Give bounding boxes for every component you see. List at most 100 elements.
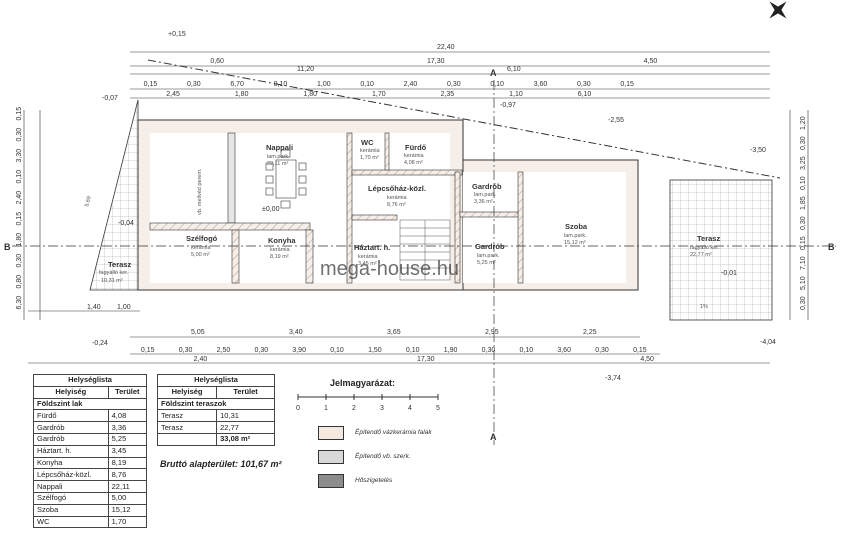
dimension-label: 0,10 [490,81,504,88]
room-name: Háztart. h. [354,243,390,252]
dimension-label: 0,10 [330,347,344,354]
dimension-label: 0,30 [482,347,496,354]
dimension-label: 0,10 [800,176,807,190]
legend-item: Hőszigetelés [355,477,393,484]
dimension-label: 0,30 [255,347,269,354]
dimension-label: 3,60 [534,81,548,88]
dimension-label: 6,10 [578,91,592,98]
svg-text:lam.park.: lam.park. [474,192,497,198]
top-dimension-lines [130,51,770,99]
legend-title: Jelmagyarázat: [330,378,396,388]
svg-text:8,19 m²: 8,19 m² [270,254,289,260]
gross-area: Bruttó alapterület: 101,67 m² [160,459,282,469]
svg-text:-2,55: -2,55 [608,117,624,124]
dimension-label: 1,00 [317,81,331,88]
svg-text:kerámia: kerámia [360,148,381,154]
scale-label: 3 [380,405,384,412]
dimension-label: 0,10 [16,170,23,184]
svg-text:+0,15: +0,15 [168,31,186,38]
dimension-label: 0,30 [179,347,193,354]
dimension-label: 17,30 [427,58,445,65]
svg-text:lam.park.: lam.park. [477,253,500,259]
table-caption: Helységlista [33,374,147,387]
dimension-label: 3,25 [800,156,807,170]
svg-text:-3,50: -3,50 [750,147,766,154]
section-label-a-bottom: A [490,432,497,442]
svg-text:kerámia: kerámia [358,254,379,260]
dimension-label: 1,80 [235,91,249,98]
dining-table [265,149,307,209]
north-arrow-icon [769,1,787,19]
dimension-label: 17,30 [417,356,435,363]
room-name: Fürdő [405,143,427,152]
svg-text:3,36 m²: 3,36 m² [474,199,493,205]
room-name: Terasz [108,260,131,269]
svg-text:-4,04: -4,04 [760,339,776,346]
section-label-b-right: B [828,242,835,252]
dimension-label: 2,45 [166,91,180,98]
scale-label: 5 [436,405,440,412]
dimension-label: 3,90 [292,347,306,354]
dimension-label: 0,80 [16,275,23,289]
legend-item: Építendő vázkerámia falak [355,429,432,436]
legend-swatch-insulation [318,474,344,488]
svg-text:kerámia: kerámia [387,195,408,201]
dimension-label: 7,10 [800,256,807,270]
staircase [399,219,451,281]
dimension-label: 1,40 [87,304,101,311]
dimension-label: 0,10 [406,347,420,354]
svg-text:-0,07: -0,07 [102,95,118,102]
svg-text:5,69: 5,69 [84,196,93,208]
room-terasz-right: Terasz fagyálló ker.22,77 m² [690,234,720,258]
dimension-label: 1,50 [368,347,382,354]
dimension-label: 5,05 [191,329,205,336]
svg-text:-0,24: -0,24 [92,340,108,347]
legend-swatch-wall [318,426,344,440]
svg-text:fagyálló ker.: fagyálló ker. [690,245,720,251]
svg-text:22,11 m²: 22,11 m² [267,161,288,167]
dimension-label: 1,10 [509,91,523,98]
dimension-label: 2,40 [404,81,418,88]
svg-text:1,70 m²: 1,70 m² [360,155,379,161]
right-terrace-area [669,179,773,321]
svg-text:±0,00: ±0,00 [262,206,280,213]
dimension-label: 0,30 [16,128,23,142]
svg-text:-0,04: -0,04 [118,220,134,227]
dimension-label: 2,40 [194,356,208,363]
room-name: Terasz [697,234,720,243]
room-name: Szoba [565,222,588,231]
dimension-label: 0,60 [210,58,224,65]
dimension-label: 11,20 [297,66,314,73]
bottom-dimension-lines [28,310,770,364]
room-name: Nappali [266,143,293,152]
svg-text:lam.park.: lam.park. [267,154,290,160]
legend-swatch-concrete [318,450,344,464]
scale-label: 0 [296,405,300,412]
dimension-label: 0,10 [520,347,534,354]
svg-text:5,25 m²: 5,25 m² [477,260,496,266]
dimension-label: 1,90 [444,347,458,354]
scale-label: 2 [352,405,356,412]
room-name: Gardrób [475,242,505,251]
dimension-label: 4,50 [644,58,658,65]
dimension-label: 1,85 [800,196,807,210]
dimension-label: 0,15 [633,347,647,354]
svg-text:22,77 m²: 22,77 m² [690,252,712,258]
dimension-label: 2,95 [485,329,499,336]
svg-text:5,00 m²: 5,00 m² [191,252,210,258]
dimension-label: 1,80 [303,91,317,98]
